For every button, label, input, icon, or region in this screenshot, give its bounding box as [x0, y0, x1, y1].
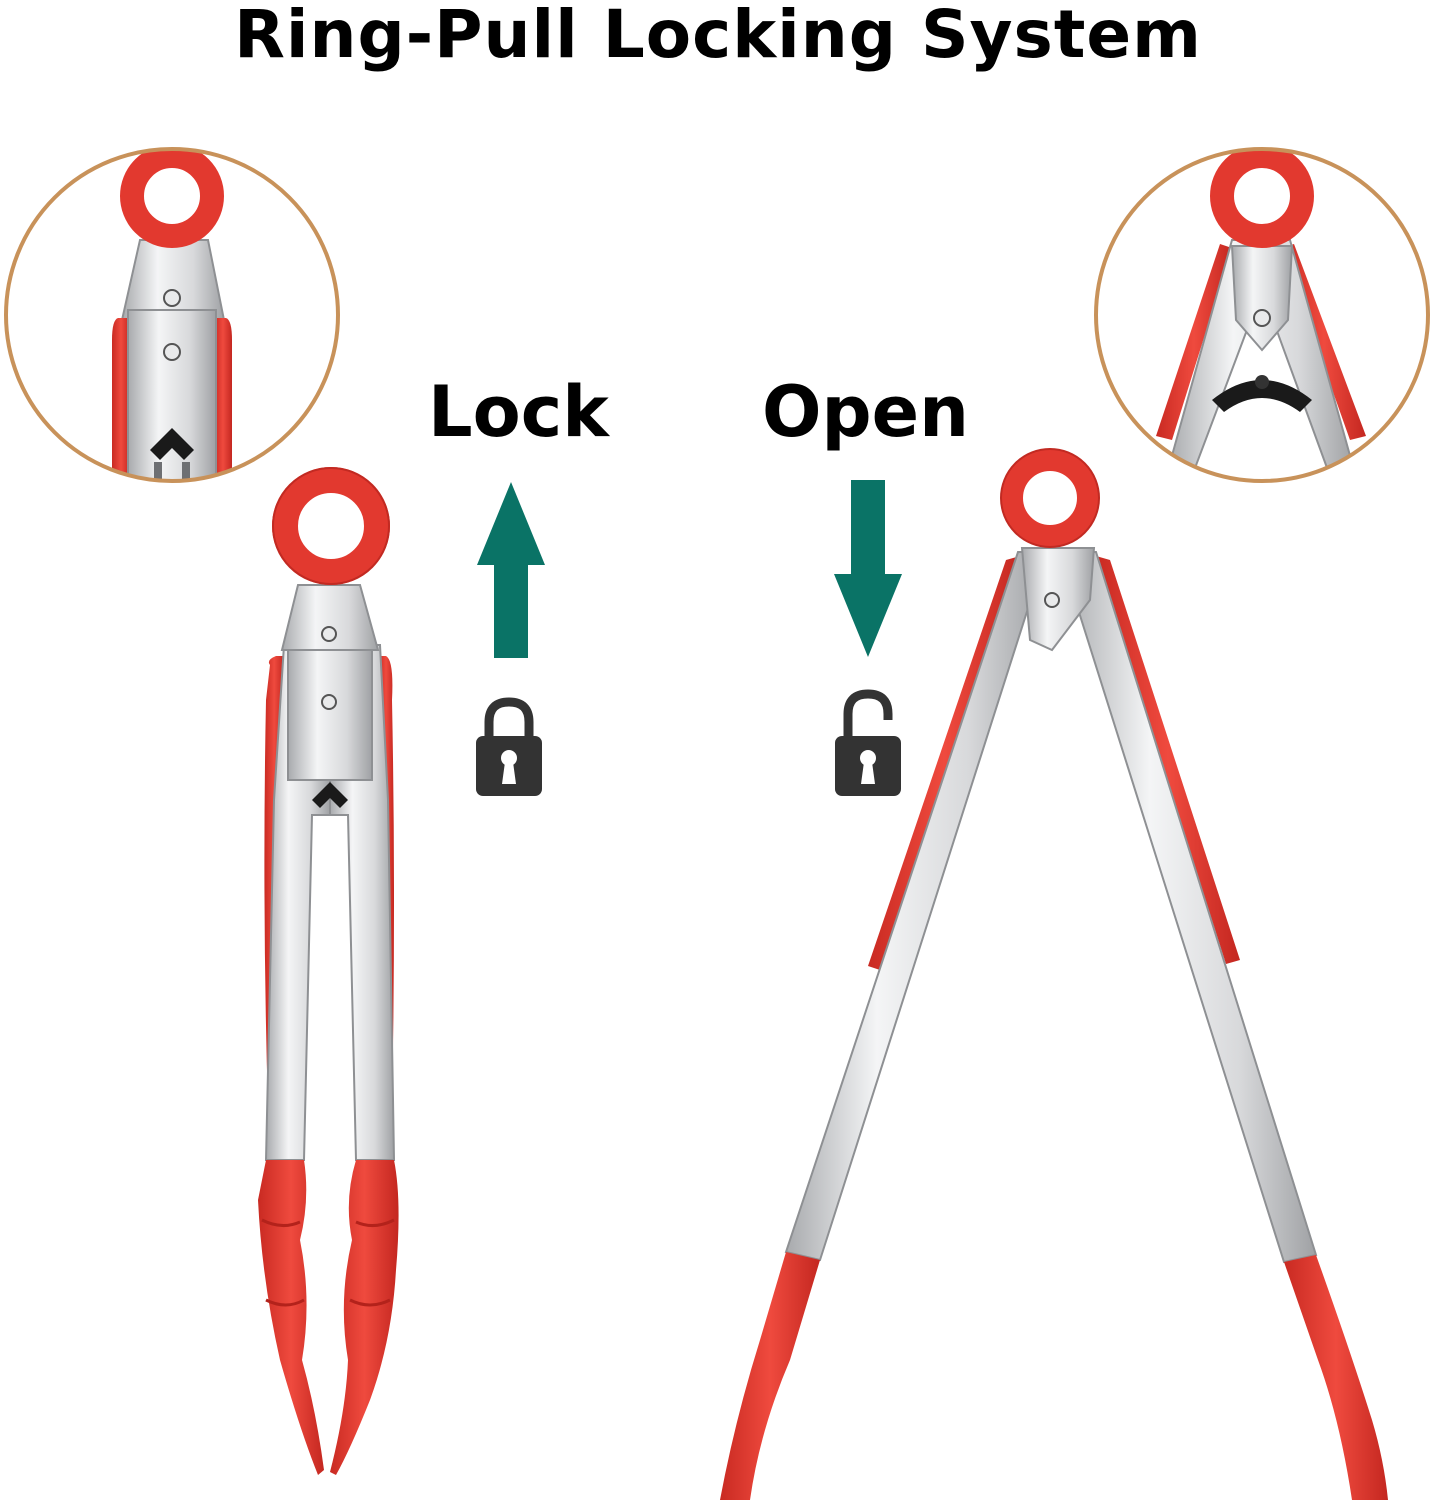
- page-title: Ring-Pull Locking System: [234, 0, 1202, 73]
- lock-closed-icon: [476, 697, 542, 796]
- open-tongs: [720, 448, 1388, 1500]
- lock-label: Lock: [428, 371, 609, 453]
- open-label: Open: [762, 371, 969, 453]
- arrow-up-icon: [477, 482, 545, 658]
- zoom-circle-open: [1094, 147, 1430, 483]
- lock-open-icon: [835, 689, 901, 796]
- arrow-down-icon: [834, 480, 902, 657]
- zoom-circle-locked: [4, 147, 340, 483]
- locked-tongs: [258, 467, 399, 1475]
